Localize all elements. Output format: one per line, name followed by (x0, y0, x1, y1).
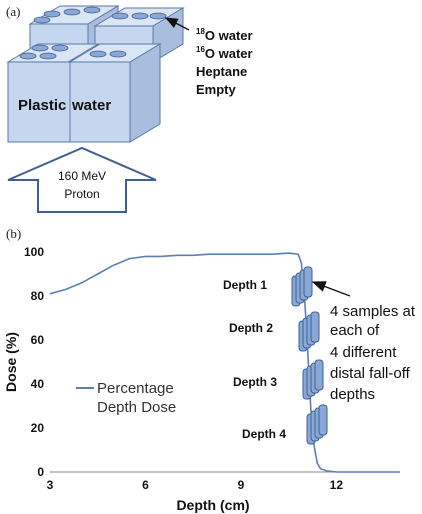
x-tick-label: 3 (47, 478, 54, 492)
depth-label-3: Depth 3 (233, 375, 277, 389)
y-axis-label: Dose (%) (3, 332, 19, 392)
cube-block-diagram: Plastic water (6, 5, 185, 143)
arrow-particle-label: Proton (64, 187, 99, 201)
legend-item-16o-water: 16O water (196, 45, 253, 61)
y-tick-label: 0 (37, 465, 44, 479)
block-left-label: Plastic (18, 97, 66, 114)
annotation-line-4: distal fall-off (330, 365, 411, 382)
y-tick-label: 80 (31, 289, 45, 303)
y-tick-label: 100 (24, 245, 44, 259)
x-tick-label: 6 (142, 478, 149, 492)
y-tick-label: 40 (31, 377, 45, 391)
vial-row-front (19, 44, 127, 60)
legend-pointer-arrow (164, 17, 190, 31)
x-axis-label: Depth (cm) (176, 497, 249, 513)
sample-vial-groups (291, 266, 328, 445)
cube-front-right (68, 43, 162, 143)
annotation-arrow (311, 281, 351, 297)
legend-item-heptane: Heptane (196, 64, 247, 79)
x-axis-ticks: 3 6 9 12 (47, 478, 344, 492)
sample-group-depth-1 (291, 266, 313, 307)
y-axis-ticks: 0 20 40 60 80 100 (24, 245, 44, 479)
legend-line-2: Depth Dose (97, 399, 176, 416)
block-right-label: water (71, 97, 111, 114)
proton-beam-arrow: 160 MeV Proton (7, 146, 157, 213)
sample-vial (310, 311, 320, 343)
x-tick-label: 12 (330, 478, 344, 492)
panel-a-label: (a) (6, 4, 20, 19)
cube-front-left (6, 43, 100, 143)
y-tick-label: 20 (31, 421, 45, 435)
legend-item-18o-water: 18O water (196, 27, 253, 43)
vial-row-back-left (33, 6, 101, 24)
annotation-line-5: depths (330, 386, 375, 403)
annotation-line-1: 4 samples at (330, 303, 416, 320)
depth-label-2: Depth 2 (229, 321, 273, 335)
arrow-energy-label: 160 MeV (58, 169, 106, 183)
annotation-line-2: each of (330, 322, 380, 339)
legend-item-empty: Empty (196, 82, 237, 97)
series-line-percentage-depth-dose (49, 252, 400, 473)
vial-row-back-right (111, 12, 167, 20)
sample-vial (314, 359, 324, 391)
legend-line-1: Percentage (97, 380, 174, 397)
depth-label-1: Depth 1 (223, 278, 267, 292)
depth-dose-chart: 0 20 40 60 80 100 3 6 9 12 Dose (%) Depth (cm) P… (3, 245, 416, 513)
sample-group-depth-4 (306, 404, 328, 445)
chart-legend: Percentage Depth Dose (76, 380, 176, 416)
sample-group-depth-2 (298, 311, 320, 352)
x-tick-label: 9 (238, 478, 245, 492)
sample-vial (303, 266, 313, 298)
panel-a-legend: 18O water 16O water Heptane Empty (196, 27, 253, 97)
sample-vial (318, 404, 328, 436)
y-tick-label: 60 (31, 333, 45, 347)
panel-b-label: (b) (6, 226, 21, 241)
depth-label-4: Depth 4 (242, 427, 286, 441)
annotation-line-3: 4 different (330, 344, 397, 361)
sample-group-depth-3 (302, 359, 324, 400)
annotation-text: 4 samples at each of 4 different distal … (330, 303, 416, 403)
